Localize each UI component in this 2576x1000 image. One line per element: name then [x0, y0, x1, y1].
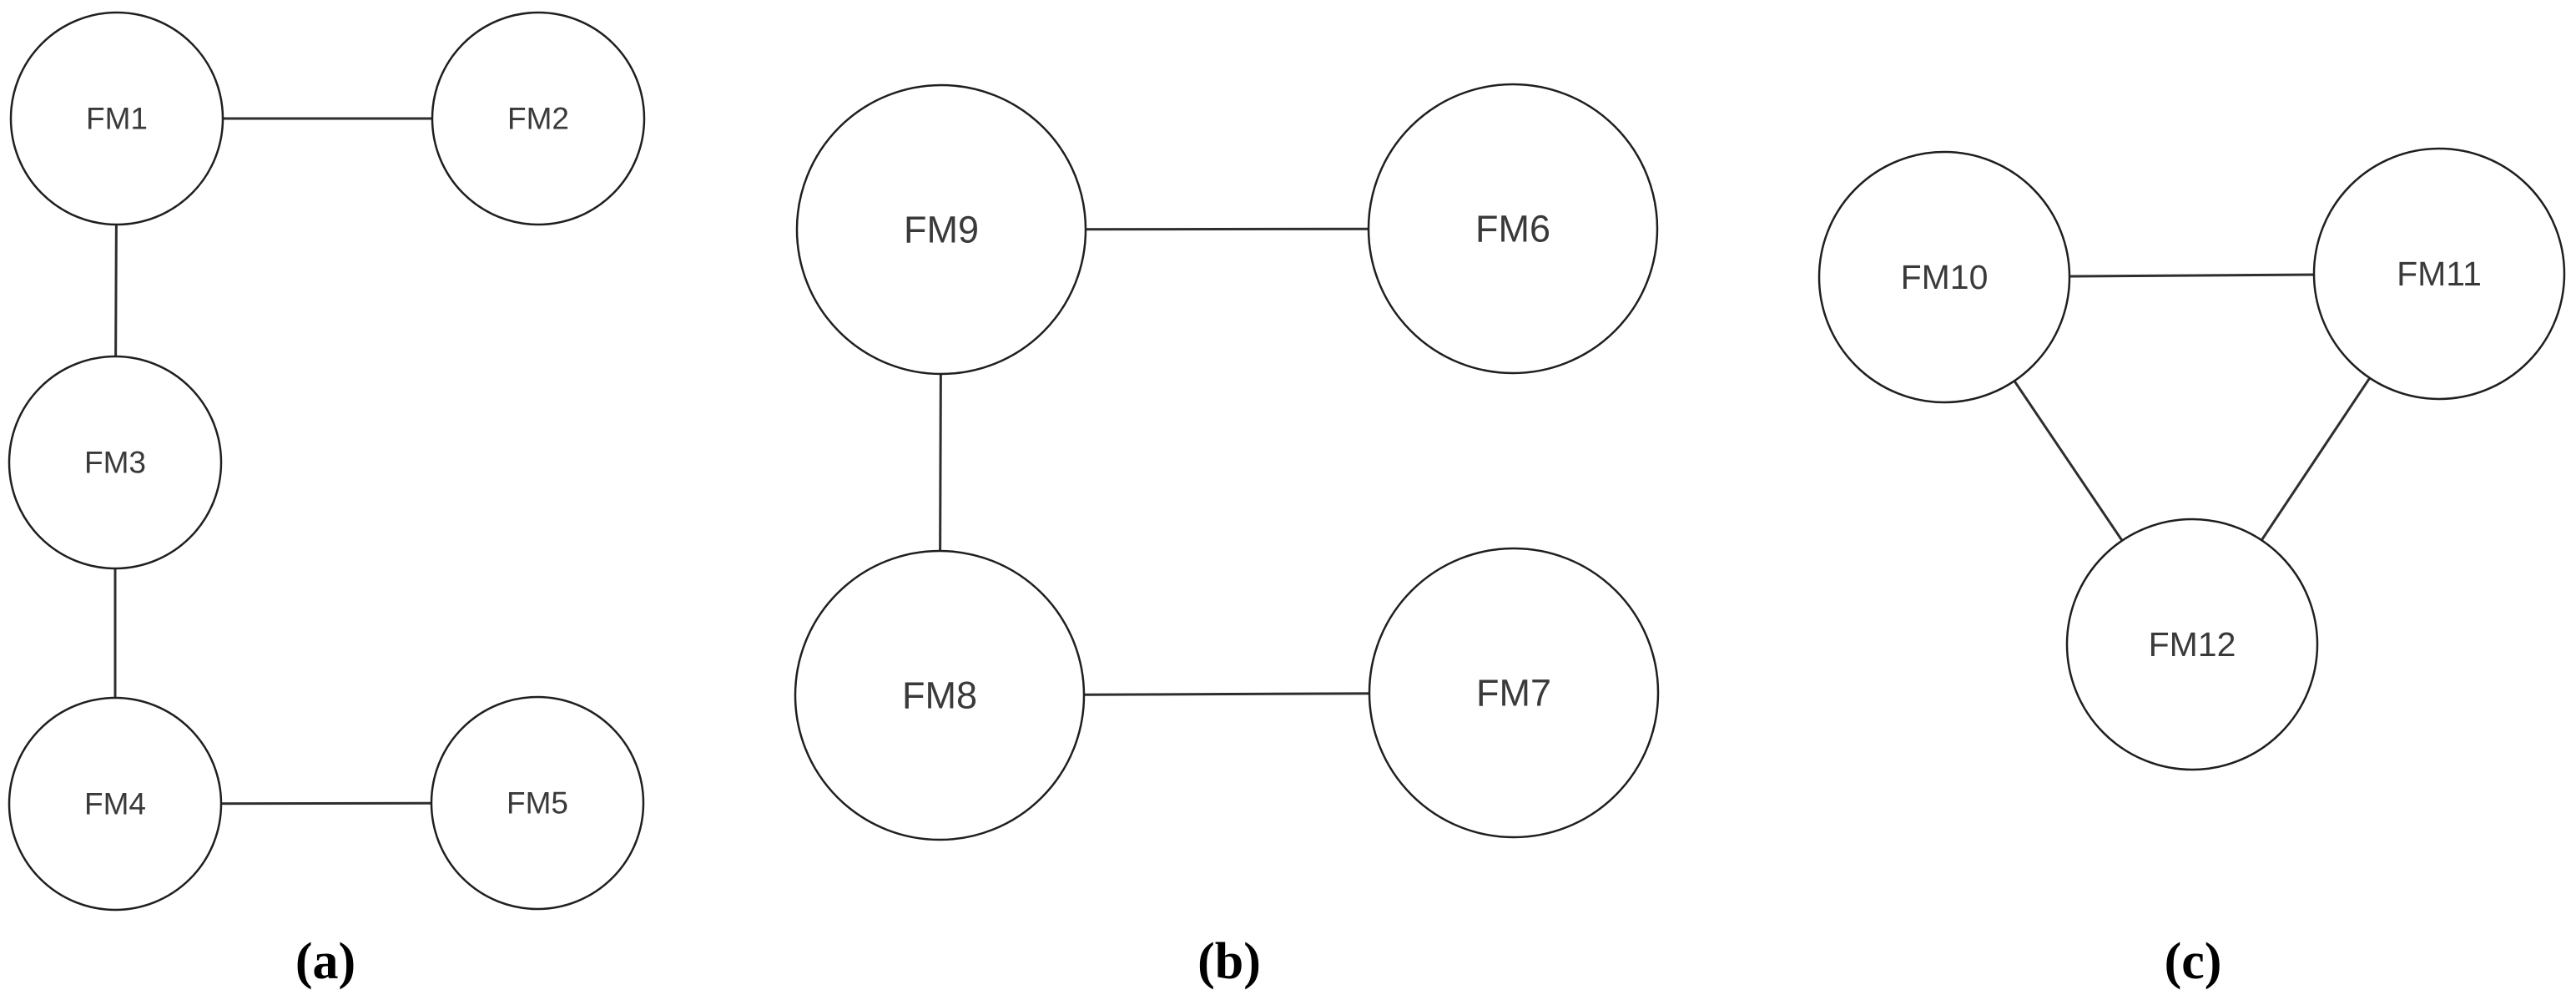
node-FM6-label: FM6 [1475, 208, 1550, 250]
caption-b: (b) [1197, 933, 1261, 990]
node-FM7-circle [1368, 547, 1660, 839]
caption-a: (a) [295, 933, 355, 990]
node-FM11-label: FM11 [2397, 255, 2482, 293]
caption-c: (c) [2165, 933, 2222, 990]
node-FM9-circle [795, 83, 1087, 376]
node-FM5-circle [430, 695, 645, 911]
node-FM4-label: FM4 [84, 787, 146, 821]
node-FM5-label: FM5 [507, 786, 568, 821]
node-FM10-circle [1817, 150, 2071, 404]
node-FM10-label: FM10 [1901, 258, 1989, 296]
node-FM2-label: FM2 [507, 102, 569, 136]
node-FM11-circle [2312, 147, 2566, 401]
node-FM3-label: FM3 [84, 446, 146, 480]
node-FM12-circle [2065, 518, 2319, 771]
node-FM9-label: FM9 [904, 209, 979, 251]
node-FM1-circle [9, 11, 224, 226]
node-FM7-label: FM7 [1476, 672, 1551, 715]
node-FM2-circle [431, 11, 646, 226]
node-FM8-circle [794, 549, 1086, 841]
node-FM6-circle [1367, 83, 1659, 375]
node-FM3-circle [8, 355, 223, 570]
node-FM8-label: FM8 [902, 674, 977, 717]
node-FM4-circle [8, 696, 223, 912]
node-FM1-label: FM1 [86, 102, 148, 136]
node-FM12-label: FM12 [2149, 625, 2236, 664]
